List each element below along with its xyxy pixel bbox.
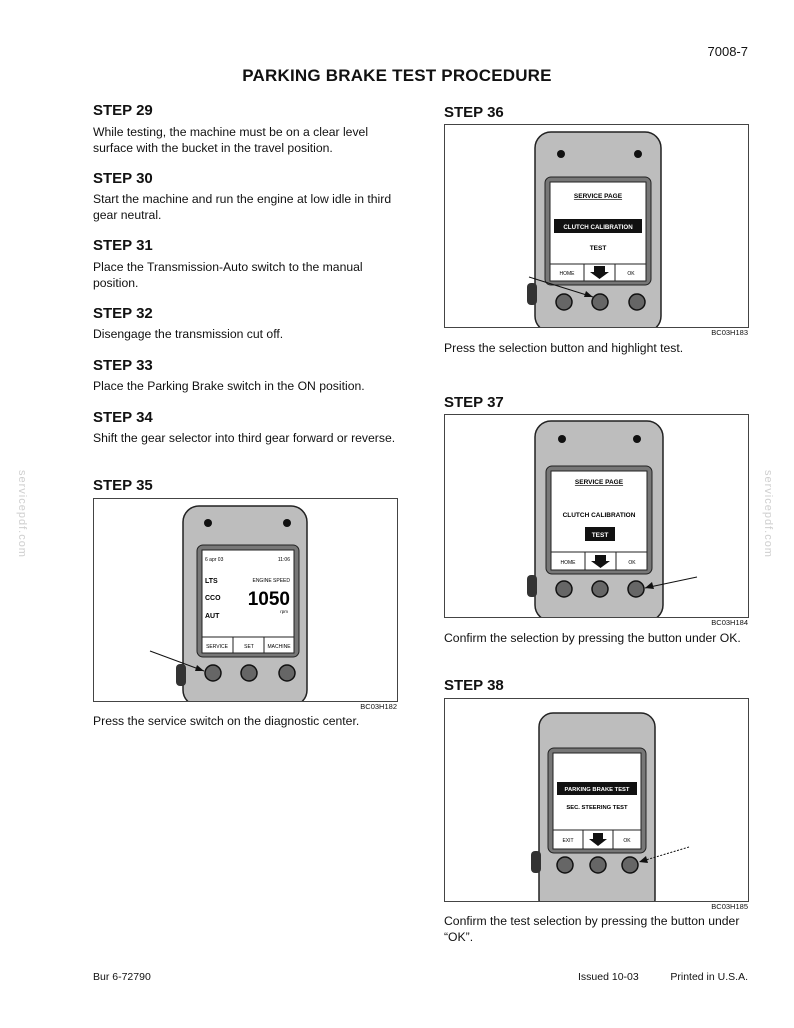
screen-unit: rpm [280, 609, 288, 614]
screen-item: SEC. STEERING TEST [566, 805, 628, 811]
footer-doc-number: Bur 6-72790 [93, 971, 151, 983]
screen-label-cco: CCO [205, 595, 221, 602]
parking-brake-test-illustration: PARKING BRAKE TEST SEC. STEERING TEST EX… [531, 712, 690, 901]
page-number: 7008-7 [707, 44, 748, 59]
step-37-heading: STEP 37 [444, 394, 504, 411]
screen-label-aut: AUT [205, 613, 220, 620]
figure-id-36: BC03H183 [711, 328, 748, 337]
step-31-text: Place the Transmission-Auto switch to th… [93, 260, 363, 290]
step-38-caption: Confirm the test selection by pressing t… [444, 914, 740, 944]
step-36-heading: STEP 36 [444, 104, 504, 121]
step-29-heading: STEP 29 [93, 102, 153, 119]
down-arrow-icon [591, 555, 610, 568]
step-38-heading: STEP 38 [444, 677, 504, 694]
watermark-left: servicepdf.com [16, 470, 28, 558]
step-32-heading: STEP 32 [93, 305, 153, 322]
screen-highlight: PARKING BRAKE TEST [565, 787, 630, 793]
figure-confirm-ok: SERVICE PAGE CLUTCH CALIBRATION TEST HOM… [444, 414, 749, 618]
screen-date: 6 apr 03 [205, 557, 224, 563]
screen-highlight: TEST [592, 532, 609, 539]
screen-engine-value: 1050 [248, 589, 290, 610]
step-37-caption: Confirm the selection by pressing the bu… [444, 631, 741, 645]
figure-parking-brake-test: PARKING BRAKE TEST SEC. STEERING TEST EX… [444, 698, 749, 902]
step-35-heading: STEP 35 [93, 477, 153, 494]
screen-item: TEST [590, 245, 607, 252]
step-34-text: Shift the gear selector into third gear … [93, 431, 396, 445]
softkey-home: HOME [560, 271, 576, 277]
screen-highlight: CLUTCH CALIBRATION [563, 224, 633, 231]
footer-issued: Issued 10-03 [578, 971, 639, 983]
screen-engine-label: ENGINE SPEED [252, 578, 290, 584]
softkey-ok: OK [628, 560, 636, 566]
softkey-set: SET [244, 644, 254, 650]
screen-time: 11:06 [278, 557, 290, 563]
figure-service-switch: 6 apr 03 11:06 LTS CCO AUT ENGINE SPEED … [93, 498, 398, 702]
softkey-machine: MACHINE [267, 644, 291, 650]
down-arrow-icon [590, 266, 609, 279]
down-arrow-icon [589, 833, 607, 846]
softkey-ok: OK [627, 271, 635, 277]
step-29-text: While testing, the machine must be on a … [93, 125, 369, 155]
screen-item: CLUTCH CALIBRATION [563, 512, 636, 519]
step-33-text: Place the Parking Brake switch in the ON… [93, 379, 365, 393]
step-32-text: Disengage the transmission cut off. [93, 327, 284, 341]
service-page-confirm-illustration: SERVICE PAGE CLUTCH CALIBRATION TEST HOM… [527, 420, 698, 617]
page-title: PARKING BRAKE TEST PROCEDURE [242, 66, 552, 85]
step-30-heading: STEP 30 [93, 170, 153, 187]
service-page-illustration: SERVICE PAGE CLUTCH CALIBRATION TEST HOM… [527, 131, 662, 327]
watermark-right: servicepdf.com [762, 470, 774, 558]
diagnostic-center-illustration: 6 apr 03 11:06 LTS CCO AUT ENGINE SPEED … [149, 505, 308, 701]
step-34-heading: STEP 34 [93, 409, 153, 426]
figure-highlight-test: SERVICE PAGE CLUTCH CALIBRATION TEST HOM… [444, 124, 749, 328]
softkey-service: SERVICE [206, 644, 229, 650]
softkey-ok: OK [623, 838, 631, 844]
step-30-text: Start the machine and run the engine at … [93, 192, 392, 222]
figure-id-37: BC03H184 [711, 618, 748, 627]
softkey-exit: EXIT [562, 838, 573, 844]
screen-heading: SERVICE PAGE [574, 193, 623, 200]
footer-printed: Printed in U.S.A. [670, 971, 748, 983]
softkey-home: HOME [561, 560, 577, 566]
figure-id-35: BC03H182 [360, 702, 397, 711]
step-36-caption: Press the selection button and highlight… [444, 341, 684, 355]
step-33-heading: STEP 33 [93, 357, 153, 374]
screen-label-lts: LTS [205, 578, 218, 585]
step-35-caption: Press the service switch on the diagnost… [93, 714, 360, 728]
screen-heading: SERVICE PAGE [575, 479, 624, 486]
step-31-heading: STEP 31 [93, 237, 153, 254]
figure-id-38: BC03H185 [711, 902, 748, 911]
